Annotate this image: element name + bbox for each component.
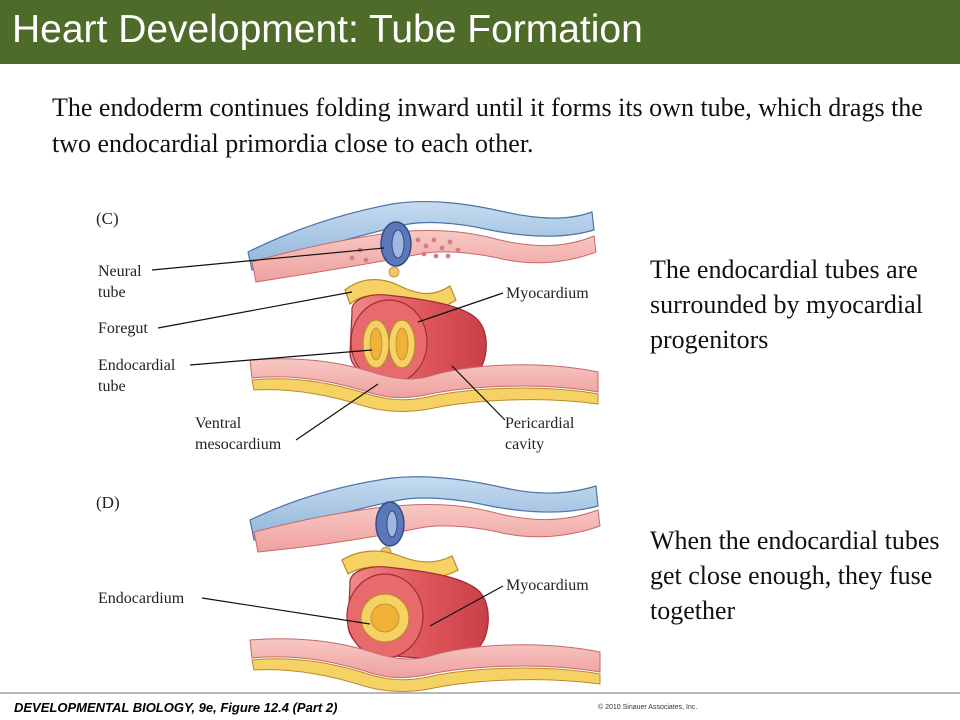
panel-c-leader-lines bbox=[151, 247, 506, 441]
panel-d-endoderm-sheet bbox=[251, 658, 601, 693]
intro-text: The endoderm continues folding inward un… bbox=[52, 93, 923, 158]
panel-c-ectoderm bbox=[247, 200, 595, 271]
label-ventral-mesocardium-2: mesocardium bbox=[195, 436, 282, 453]
copyright-notice: © 2010 Sinauer Associates, Inc. bbox=[598, 704, 698, 711]
panel-c-ventral-sheet bbox=[249, 358, 599, 399]
label-endocardium: Endocardium bbox=[98, 590, 185, 607]
label-pericardial-cavity-2: cavity bbox=[505, 436, 544, 453]
panel-d-diagram bbox=[249, 476, 601, 693]
label-foregut: Foregut bbox=[98, 320, 148, 337]
label-myocardium-d: Myocardium bbox=[506, 577, 589, 594]
label-neural-tube-1: Neural bbox=[98, 263, 142, 280]
slide-title: Heart Development: Tube Formation bbox=[12, 8, 643, 51]
panel-d-ventral-sheet bbox=[249, 638, 601, 679]
panel-c-endoderm-sheet bbox=[251, 378, 599, 413]
footer: DEVELOPMENTAL BIOLOGY, 9e, Figure 12.4 (… bbox=[0, 692, 960, 720]
footer-divider bbox=[0, 692, 960, 694]
note-endocardial-surrounded: The endocardial tubes are surrounded by … bbox=[650, 255, 923, 354]
label-neural-tube-2: tube bbox=[98, 284, 126, 301]
label-pericardial-cavity-1: Pericardial bbox=[505, 415, 575, 432]
panel-c-endocardial-tubes bbox=[362, 319, 416, 369]
panel-d-ectoderm bbox=[249, 476, 599, 541]
panel-d-leader-lines bbox=[201, 585, 504, 627]
label-ventral-mesocardium-1: Ventral bbox=[195, 415, 242, 432]
panel-c-diagram bbox=[247, 200, 599, 413]
panel-d-tag: (D) bbox=[96, 493, 120, 512]
title-bar: Heart Development: Tube Formation bbox=[0, 0, 960, 64]
label-endocardial-tube-1: Endocardial bbox=[98, 357, 176, 374]
label-myocardium-c: Myocardium bbox=[506, 285, 589, 302]
figure-credit: DEVELOPMENTAL BIOLOGY, 9e, Figure 12.4 (… bbox=[14, 700, 338, 715]
label-endocardial-tube-2: tube bbox=[98, 378, 126, 395]
note-endocardial-fuse: When the endocardial tubes get close eno… bbox=[650, 526, 940, 625]
panel-c-tag: (C) bbox=[96, 209, 119, 228]
panel-d-endocardium bbox=[360, 593, 410, 643]
